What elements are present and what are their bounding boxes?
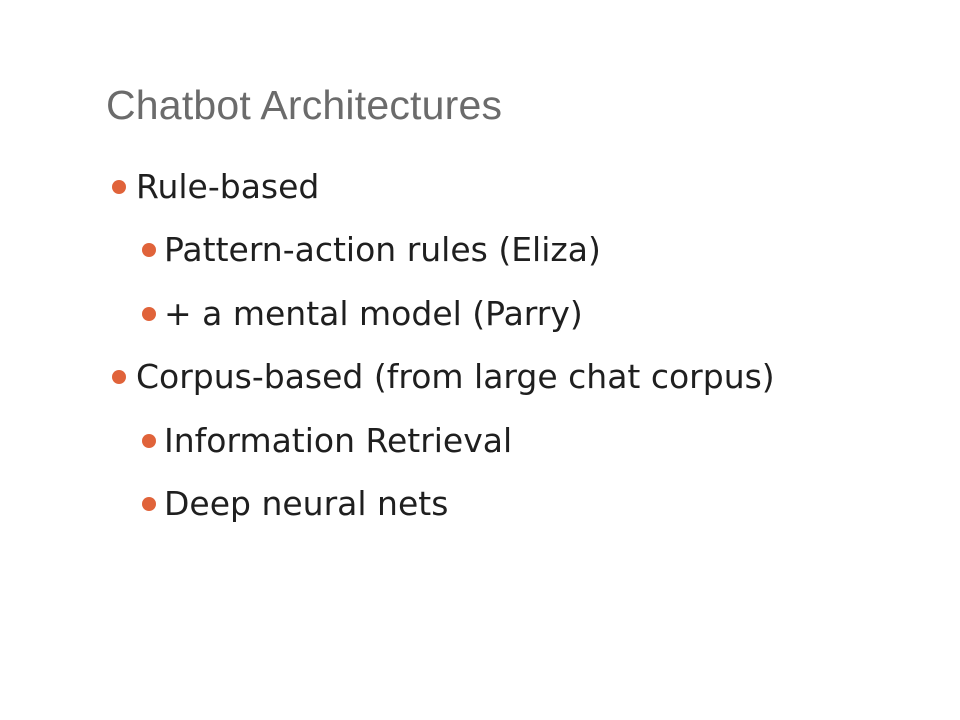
bullet-item: Deep neural nets — [142, 484, 448, 524]
bullet-text: + a mental model (Parry) — [164, 294, 583, 333]
bullet-dot-icon — [142, 307, 156, 321]
bullet-item: Corpus-based (from large chat corpus) — [112, 357, 775, 397]
bullet-text: Corpus-based (from large chat corpus) — [136, 357, 775, 396]
bullet-text: Deep neural nets — [164, 484, 449, 523]
bullet-text: Rule-based — [136, 167, 320, 206]
bullet-text: Pattern-action rules (Eliza) — [164, 230, 601, 269]
bullet-dot-icon — [142, 497, 156, 511]
bullet-dot-icon — [142, 243, 156, 257]
bullet-text: Information Retrieval — [164, 421, 513, 460]
slide-title: Chatbot Architectures — [106, 82, 503, 128]
bullet-item: Rule-based — [112, 167, 319, 207]
bullet-dot-icon — [112, 180, 126, 194]
bullet-dot-icon — [142, 434, 156, 448]
bullet-item: Information Retrieval — [142, 421, 512, 461]
bullet-dot-icon — [112, 370, 126, 384]
bullet-item: Pattern-action rules (Eliza) — [142, 230, 601, 270]
bullet-item: + a mental model (Parry) — [142, 294, 583, 334]
